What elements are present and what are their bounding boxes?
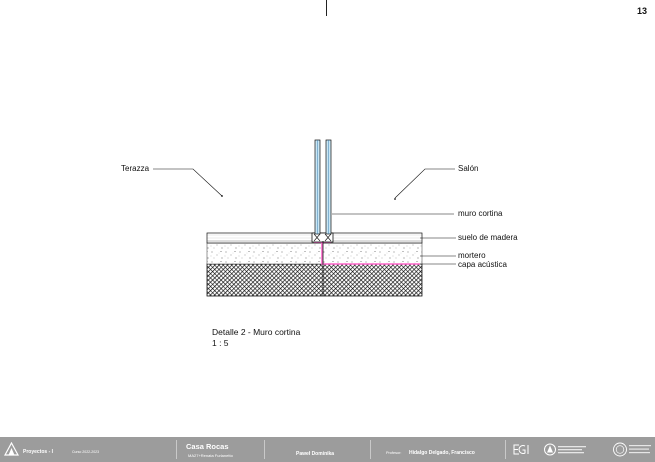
footer-divider	[264, 440, 265, 459]
footer-professor: Hidalgo Delgado, Francisco	[409, 450, 475, 456]
footer-professor-label: Profesor:	[386, 451, 402, 455]
footer-divider	[505, 440, 506, 459]
label-acoustic-layer: capa acústica	[458, 260, 507, 269]
footer-project-sub: MA27+Renata Furlanetto	[188, 453, 233, 458]
curtain-wall-glazing	[314, 139, 332, 235]
label-mortar: mortero	[458, 251, 486, 260]
section-drawing	[153, 139, 456, 297]
label-wood-floor: suelo de madera	[458, 233, 518, 242]
footer-divider	[370, 440, 371, 459]
drawing-caption: Detalle 2 - Muro cortina 1 : 5	[212, 327, 300, 349]
footer-course: Proyectos - I	[23, 449, 54, 455]
footer-student: Paweł Dominika	[296, 451, 335, 457]
title-block-footer: Proyectos - I Curso 2022-2023 Casa Rocas…	[0, 437, 655, 462]
studio-logo-icon	[4, 442, 19, 456]
school-logo-icon	[544, 443, 586, 456]
label-room: Salón	[458, 164, 479, 173]
sheet-divider-tick	[326, 0, 327, 16]
egi-logo-icon	[513, 444, 529, 455]
caption-title: Detalle 2 - Muro cortina	[212, 327, 301, 337]
footer-project-title: Casa Rocas	[186, 442, 229, 451]
curtain-wall-base	[311, 232, 334, 296]
label-terrace: Terazza	[121, 164, 150, 173]
footer-year: Curso 2022-2023	[72, 450, 100, 454]
label-curtain-wall: muro cortina	[458, 209, 503, 218]
structural-slab	[206, 263, 423, 297]
caption-scale: 1 : 5	[212, 338, 229, 348]
page-number: 13	[636, 6, 647, 16]
footer-divider	[176, 440, 177, 459]
leader-lines	[153, 168, 456, 265]
mortar-layer	[206, 242, 423, 265]
university-seal-icon	[613, 442, 651, 457]
